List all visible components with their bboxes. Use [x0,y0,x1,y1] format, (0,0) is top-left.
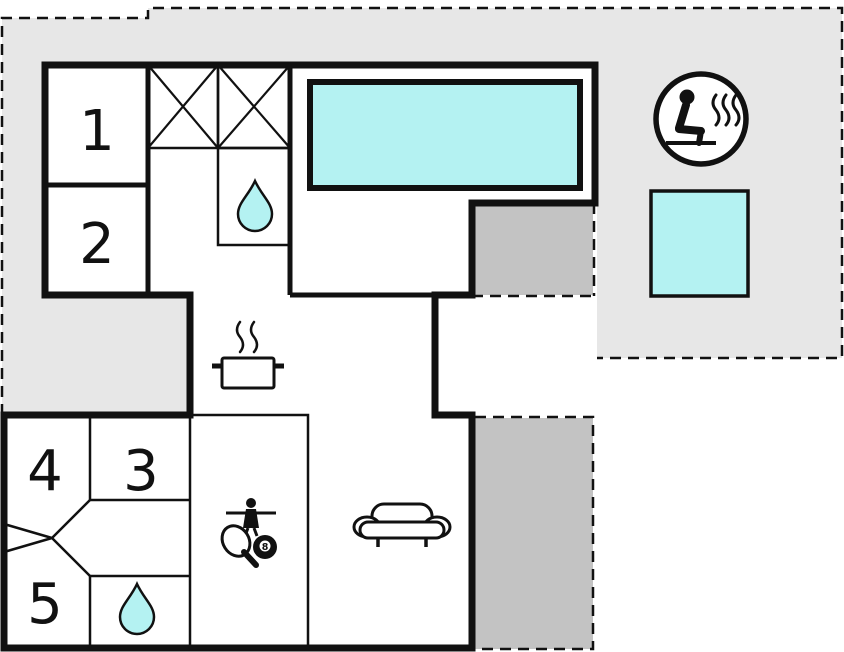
patio-upper-dashed-border [472,203,596,298]
bedroom-walls-lower-left [3,415,190,648]
wall-diagonal [3,522,53,554]
bedroom-2-label: 2 [79,212,115,277]
bedroom-1-label: 1 [79,99,115,164]
sauna-person-torso [675,101,690,132]
patio-lower [472,418,593,649]
terrace-dashed-border [0,6,844,415]
sauna-person-thigh [675,125,705,135]
hot-tub [649,189,750,298]
steam-icon [711,93,721,127]
patio-lower-dashed-border [475,415,595,651]
bathroom-upper-walls [216,146,292,247]
swimming-pool [307,79,583,191]
sofa-legs [376,538,428,547]
bedroom-3-label: 3 [123,439,159,504]
sofa-seat [358,520,446,540]
bed-cross-icon [147,64,219,149]
bed-cross-icon [217,64,291,149]
water-drop-icon [118,581,156,636]
sofa-icon [352,502,452,547]
foosball-player-body-icon [243,509,259,528]
foosball-player-head-icon [246,498,256,508]
bed-icons [146,63,292,150]
eight-ball-circle [259,540,271,552]
sauna-person-head-icon [679,89,695,105]
pot-icon [220,356,276,390]
paddle-handle-icon [241,549,259,568]
game-room-walls [188,413,310,650]
bedroom-4-label: 4 [27,439,63,504]
sauna-icon [653,71,749,167]
cooker-icon [212,320,284,390]
steam-icon [721,93,731,127]
steam-icon [235,320,245,354]
game-room-icons: 8 [220,498,277,568]
steam-icon [249,320,259,354]
terrace-area [2,8,842,415]
eight-ball-number: 8 [262,542,269,553]
patio-upper [472,203,593,295]
building-outline [0,61,599,652]
bedroom-5-label: 5 [27,572,63,637]
steam-icon [731,93,741,127]
sauna-circle [653,71,749,167]
water-drop-icon [236,178,274,233]
